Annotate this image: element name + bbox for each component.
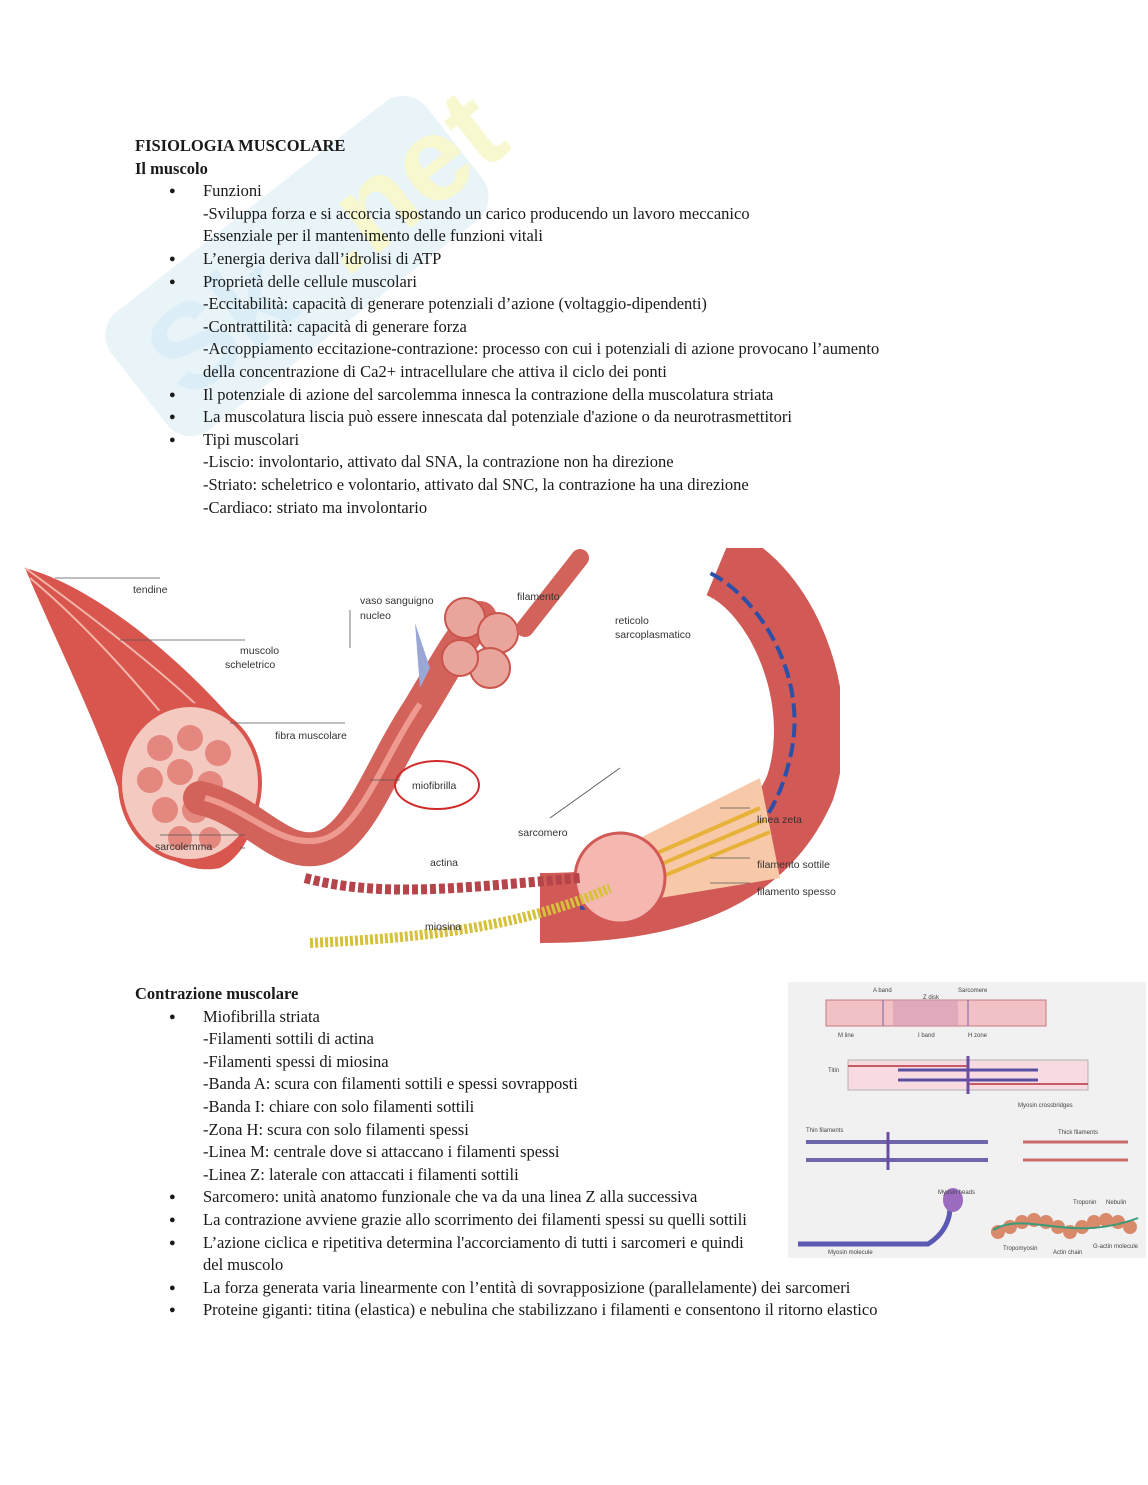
list-item-text: Il potenziale di azione del sarcolemma i…: [203, 384, 774, 404]
label-h-zone: H zone: [968, 1033, 988, 1039]
label-g-actin-molecule: G-actin molecule: [1093, 1244, 1139, 1250]
label-muscolo: muscolo: [240, 645, 279, 657]
label-actina: actina: [430, 857, 458, 869]
bullet-list: Miofibrilla striata -Filamenti sottili di…: [135, 1006, 1035, 1322]
label-m-line: M line: [838, 1033, 855, 1039]
sarcomere-figure: A band Sarcomere Z disk M line I band H …: [788, 982, 1146, 1258]
label-nebulin: Nebulin: [1106, 1200, 1126, 1206]
label-i-band: I band: [918, 1033, 935, 1039]
list-item-detail: -Sviluppa forza e si accorcia spostando …: [203, 203, 750, 223]
list-item-text: Sarcomero: unità anatomo funzionale che …: [203, 1187, 698, 1207]
list-item: Proprietà delle cellule muscolari -Eccita…: [169, 271, 1035, 384]
label-filamento: filamento: [517, 591, 560, 603]
label-reticolo: reticolo: [615, 615, 649, 627]
document-title: FISIOLOGIA MUSCOLARE: [135, 136, 346, 155]
list-item-detail: -Filamenti sottili di actina: [203, 1029, 374, 1049]
list-item: Tipi muscolari -Liscio: involontario, att…: [169, 429, 1035, 519]
label-fibra-muscolare: fibra muscolare: [275, 730, 347, 742]
label-titin: Titin: [828, 1068, 839, 1074]
list-item-text: La forza generata varia linearmente con …: [203, 1277, 851, 1297]
label-myosin-crossbridges: Myosin crossbridges: [1018, 1103, 1073, 1109]
list-item-detail: -Liscio: involontario, attivato dal SNA,…: [203, 452, 674, 472]
list-item-text: La contrazione avviene grazie allo scorr…: [203, 1209, 747, 1229]
label-sarcomero: sarcomero: [518, 827, 568, 839]
label-sarcoplasmatico: sarcoplasmatico: [615, 629, 691, 641]
list-item-detail: -Banda I: chiare con solo filamenti sott…: [203, 1096, 475, 1116]
list-item: Il potenziale di azione del sarcolemma i…: [169, 384, 1035, 407]
list-item: Funzioni-Sviluppa forza e si accorcia sp…: [169, 180, 1035, 248]
list-item: Miofibrilla striata -Filamenti sottili di…: [169, 1006, 1035, 1187]
list-item: Proteine giganti: titina (elastica) e ne…: [169, 1299, 1035, 1322]
label-troponin: Troponin: [1073, 1200, 1096, 1206]
list-item: L’energia deriva dall’idrolisi di ATP: [169, 248, 1035, 271]
bullet-list: Funzioni-Sviluppa forza e si accorcia sp…: [135, 180, 1035, 519]
list-item-detail: della concentrazione di Ca2+ intracellul…: [203, 361, 667, 381]
label-tendine: tendine: [133, 584, 168, 596]
list-item-detail: -Linea M: centrale dove si attaccano i f…: [203, 1142, 560, 1162]
list-item-detail: -Accoppiamento eccitazione-contrazione: …: [203, 339, 880, 359]
list-item: La forza generata varia linearmente con …: [169, 1277, 1035, 1300]
label-vaso-sanguigno: vaso sanguigno: [360, 595, 434, 607]
list-item-text: Tipi muscolari: [203, 429, 300, 449]
list-item-text: Proteine giganti: titina (elastica) e ne…: [203, 1300, 878, 1320]
muscle-anatomy-figure: tendine muscolo scheletrico fibra muscol…: [24, 548, 840, 948]
section-muscolo: FISIOLOGIA MUSCOLARE Il muscolo Funzioni…: [135, 135, 1035, 519]
list-item-detail: -Cardiaco: striato ma involontario: [203, 497, 428, 517]
list-item-text: L’energia deriva dall’idrolisi di ATP: [203, 248, 442, 268]
list-item-detail: -Zona H: scura con solo filamenti spessi: [203, 1119, 469, 1139]
label-nucleo: nucleo: [360, 610, 391, 622]
label-tropomyosin: Tropomyosin: [1003, 1246, 1037, 1252]
label-sarcolemma: sarcolemma: [155, 841, 212, 853]
label-z-disk: Z disk: [923, 995, 940, 1001]
list-item: La muscolatura liscia può essere innesca…: [169, 406, 1035, 429]
label-miosina: miosina: [425, 921, 461, 933]
list-item-detail: -Linea Z: laterale con attaccati i filam…: [203, 1164, 519, 1184]
label-actin-chain: Actin chain: [1053, 1250, 1082, 1256]
section-heading: Il muscolo: [135, 158, 208, 178]
list-item-text: L’azione ciclica e ripetitiva determina …: [203, 1232, 744, 1275]
list-item-text: Proprietà delle cellule muscolari: [203, 271, 417, 291]
list-item-detail: -Striato: scheletrico e volontario, atti…: [203, 474, 749, 494]
label-myosin-heads: Myosin heads: [938, 1190, 975, 1196]
list-item-detail: -Banda A: scura con filamenti sottili e …: [203, 1074, 578, 1094]
list-item-detail: -Filamenti spessi di miosina: [203, 1051, 389, 1071]
label-thick-filaments: Thick filaments: [1058, 1130, 1098, 1136]
list-item: L’azione ciclica e ripetitiva determina …: [169, 1232, 763, 1277]
label-scheletrico: scheletrico: [225, 659, 275, 671]
label-miofibrilla: miofibrilla: [412, 780, 457, 792]
label-filamento-sottile: filamento sottile: [757, 859, 830, 871]
label-myosin-molecule: Myosin molecule: [828, 1250, 873, 1256]
label-linea-zeta: linea zeta: [757, 814, 802, 826]
list-item-detail: -Eccitabilità: capacità di generare pote…: [203, 294, 707, 314]
section-heading: Contrazione muscolare: [135, 984, 299, 1003]
label-sarcomere: Sarcomere: [958, 988, 988, 994]
list-item-detail: -Contrattilità: capacità di generare for…: [203, 316, 467, 336]
label-filamento-spesso: filamento spesso: [757, 886, 836, 898]
list-item: La contrazione avviene grazie allo scorr…: [169, 1209, 763, 1232]
list-item-text: Funzioni: [203, 181, 262, 201]
list-item-text: La muscolatura liscia può essere innesca…: [203, 407, 792, 427]
list-item-detail: Essenziale per il mantenimento delle fun…: [203, 226, 543, 246]
label-thin-filaments: Thin filaments: [806, 1128, 843, 1134]
list-item: Sarcomero: unità anatomo funzionale che …: [169, 1186, 1035, 1209]
label-a-band: A band: [873, 988, 892, 994]
list-item-text: Miofibrilla striata: [203, 1006, 320, 1026]
section-contrazione: Contrazione muscolare Miofibrilla striat…: [135, 983, 1035, 1322]
